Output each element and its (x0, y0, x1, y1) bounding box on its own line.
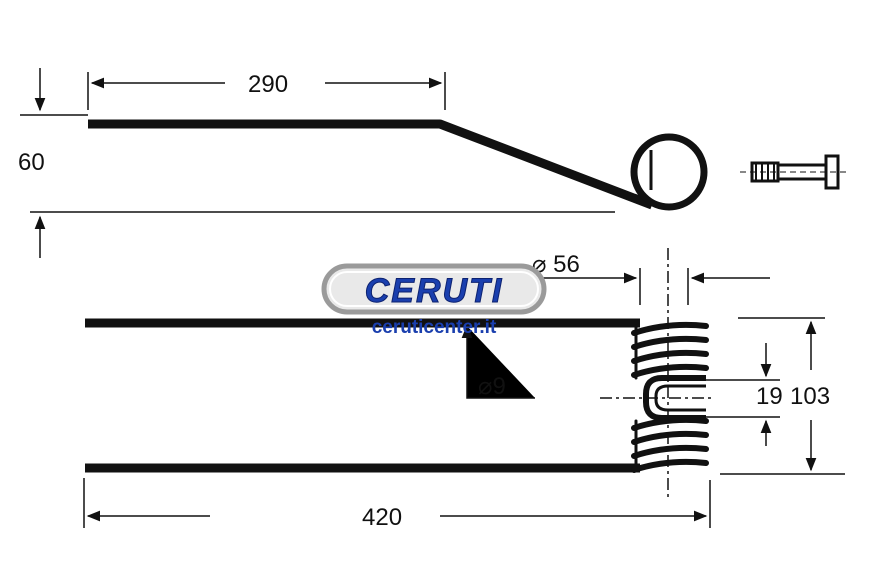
dimension-290: 290 (248, 71, 288, 98)
dimension-diameter-9: ⌀9 (478, 373, 506, 400)
coil-spring-lower (631, 416, 709, 473)
dimension-60: 60 (18, 149, 45, 176)
bolt-icon (740, 154, 850, 190)
dimension-420: 420 (362, 504, 402, 531)
logo-brand-text: CERUTI (365, 272, 504, 310)
dimension-19: 19 (756, 383, 783, 410)
ceruti-logo: CERUTI (321, 263, 547, 315)
tine-rod-top (88, 119, 654, 210)
top-view: ⌀ 56 ⌀9 19 103 420 (83, 248, 845, 531)
coil-eye (630, 133, 708, 211)
coil-spring-upper (631, 321, 709, 380)
logo-url-text: ceruticenter.it (372, 317, 497, 338)
side-view: 290 60 (18, 68, 850, 258)
dimension-103: 103 (790, 383, 830, 410)
